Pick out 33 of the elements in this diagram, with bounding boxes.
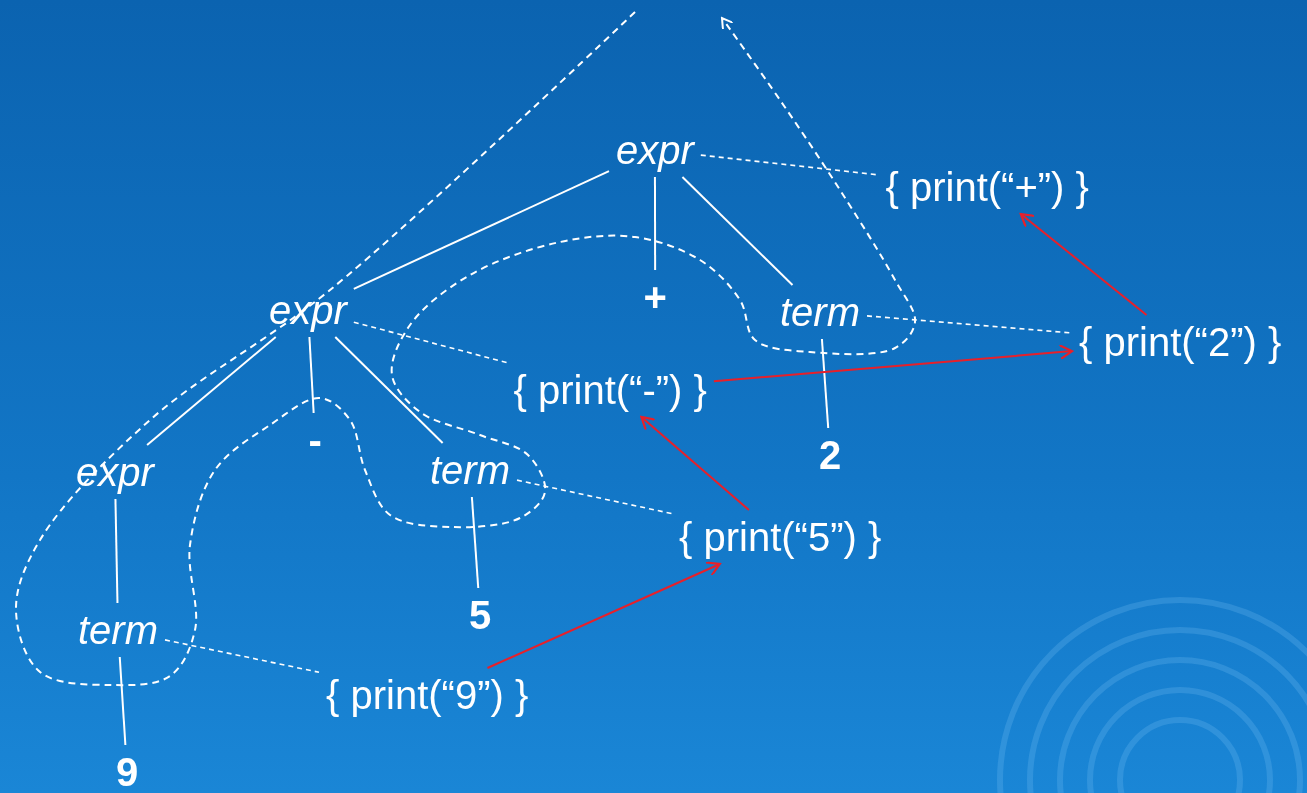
- tree-branch-line: [820, 338, 830, 429]
- terminal-symbol: 2: [819, 435, 842, 475]
- tree-branch-line: [334, 336, 444, 444]
- semantic-action: { print(“5”) }: [679, 517, 882, 557]
- arrow: [712, 344, 1074, 383]
- nonterminal-label: expr: [76, 452, 154, 492]
- tree-branch-line: [470, 496, 480, 589]
- terminal-symbol: -: [308, 420, 322, 460]
- tree-branch-line: [114, 498, 119, 604]
- tree-branch-line: [146, 336, 277, 446]
- leader-line: [353, 321, 509, 364]
- tree-branch-line: [118, 656, 127, 746]
- semantic-action: { print(“2”) }: [1079, 322, 1282, 362]
- nonterminal-label: expr: [269, 290, 347, 330]
- tree-branch-line: [308, 336, 315, 414]
- terminal-symbol: 9: [116, 752, 139, 792]
- arrow: [640, 415, 750, 511]
- terminal-symbol: 5: [469, 595, 492, 635]
- tree-branch-line: [653, 176, 657, 271]
- leader-line: [164, 639, 320, 674]
- nonterminal-label: expr: [616, 130, 694, 170]
- nonterminal-label: term: [78, 610, 158, 650]
- semantic-action: { print(“9”) }: [326, 675, 529, 715]
- nonterminal-label: term: [430, 450, 510, 490]
- arrow: [486, 561, 721, 669]
- leader-line: [516, 479, 673, 515]
- terminal-symbol: +: [643, 277, 667, 317]
- tree-branch-line: [681, 176, 794, 286]
- arrow: [1019, 212, 1148, 316]
- tree-branch-line: [352, 170, 610, 290]
- nonterminal-label: term: [780, 292, 860, 332]
- semantic-action: { print(“-”) }: [513, 370, 707, 410]
- semantic-action: { print(“+”) }: [885, 167, 1089, 207]
